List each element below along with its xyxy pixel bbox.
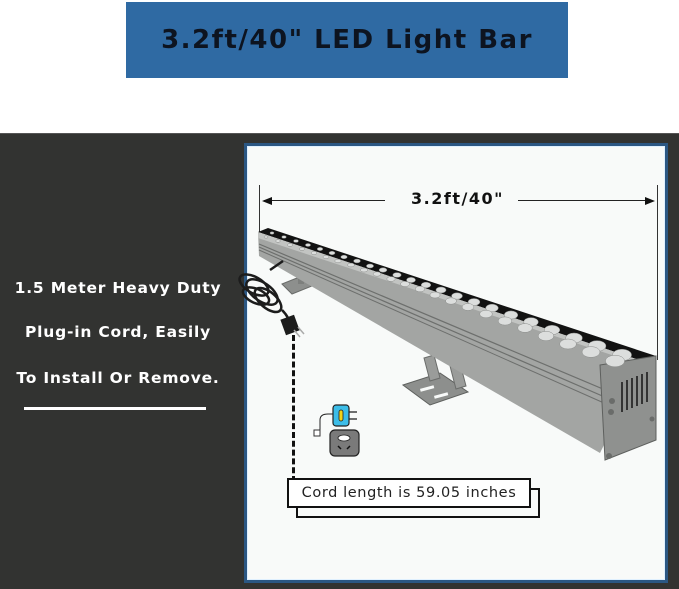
title-banner: 3.2ft/40" LED Light Bar bbox=[126, 2, 568, 78]
cord-length-label: Cord length is 59.05 inches bbox=[287, 478, 531, 508]
dimension-label: 3.2ft/40" bbox=[411, 189, 504, 208]
page-title: 3.2ft/40" LED Light Bar bbox=[161, 25, 533, 55]
dimension-arrow-left bbox=[264, 200, 385, 201]
dimension-tick-left bbox=[259, 185, 260, 245]
cord-length-indicator bbox=[292, 335, 295, 482]
dimension-tick-right bbox=[657, 185, 658, 360]
feature-line-3: To Install Or Remove. bbox=[16, 369, 220, 387]
dimension-arrow-right bbox=[518, 200, 652, 201]
feature-line-2: Plug-in Cord, Easily bbox=[24, 323, 212, 341]
feature-description: 1.5 Meter Heavy Duty Plug-in Cord, Easil… bbox=[0, 133, 244, 588]
feature-line-1: 1.5 Meter Heavy Duty bbox=[14, 279, 222, 297]
divider-line bbox=[24, 407, 206, 410]
